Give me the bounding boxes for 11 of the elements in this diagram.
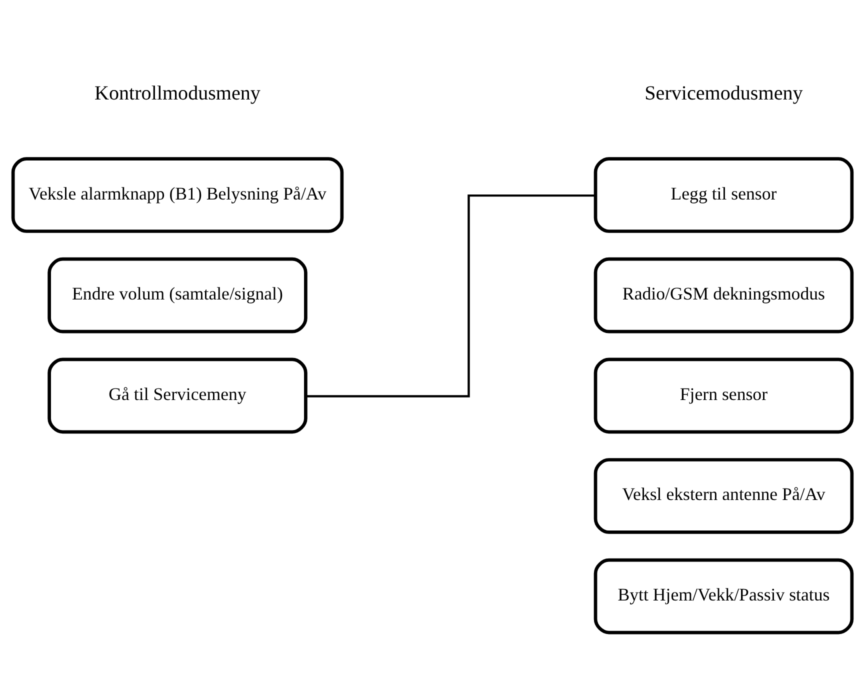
node-box: Veksl ekstern antenne På/Av <box>594 458 854 534</box>
connector <box>306 194 596 398</box>
node-box: Gå til Servicemeny <box>48 358 308 434</box>
node-box: Veksle alarmknapp (B1) Belysning På/Av <box>11 157 344 233</box>
node-box: Legg til sensor <box>594 157 854 233</box>
label: Servicemodusmeny <box>644 82 803 105</box>
node-box: Radio/GSM dekningsmodus <box>594 257 854 334</box>
node-box: Endre volum (samtale/signal) <box>48 257 308 334</box>
node-box: Fjern sensor <box>594 358 854 434</box>
node-box: Bytt Hjem/Vekk/Passiv status <box>594 558 854 634</box>
label: Kontrollmodusmeny <box>94 82 260 105</box>
